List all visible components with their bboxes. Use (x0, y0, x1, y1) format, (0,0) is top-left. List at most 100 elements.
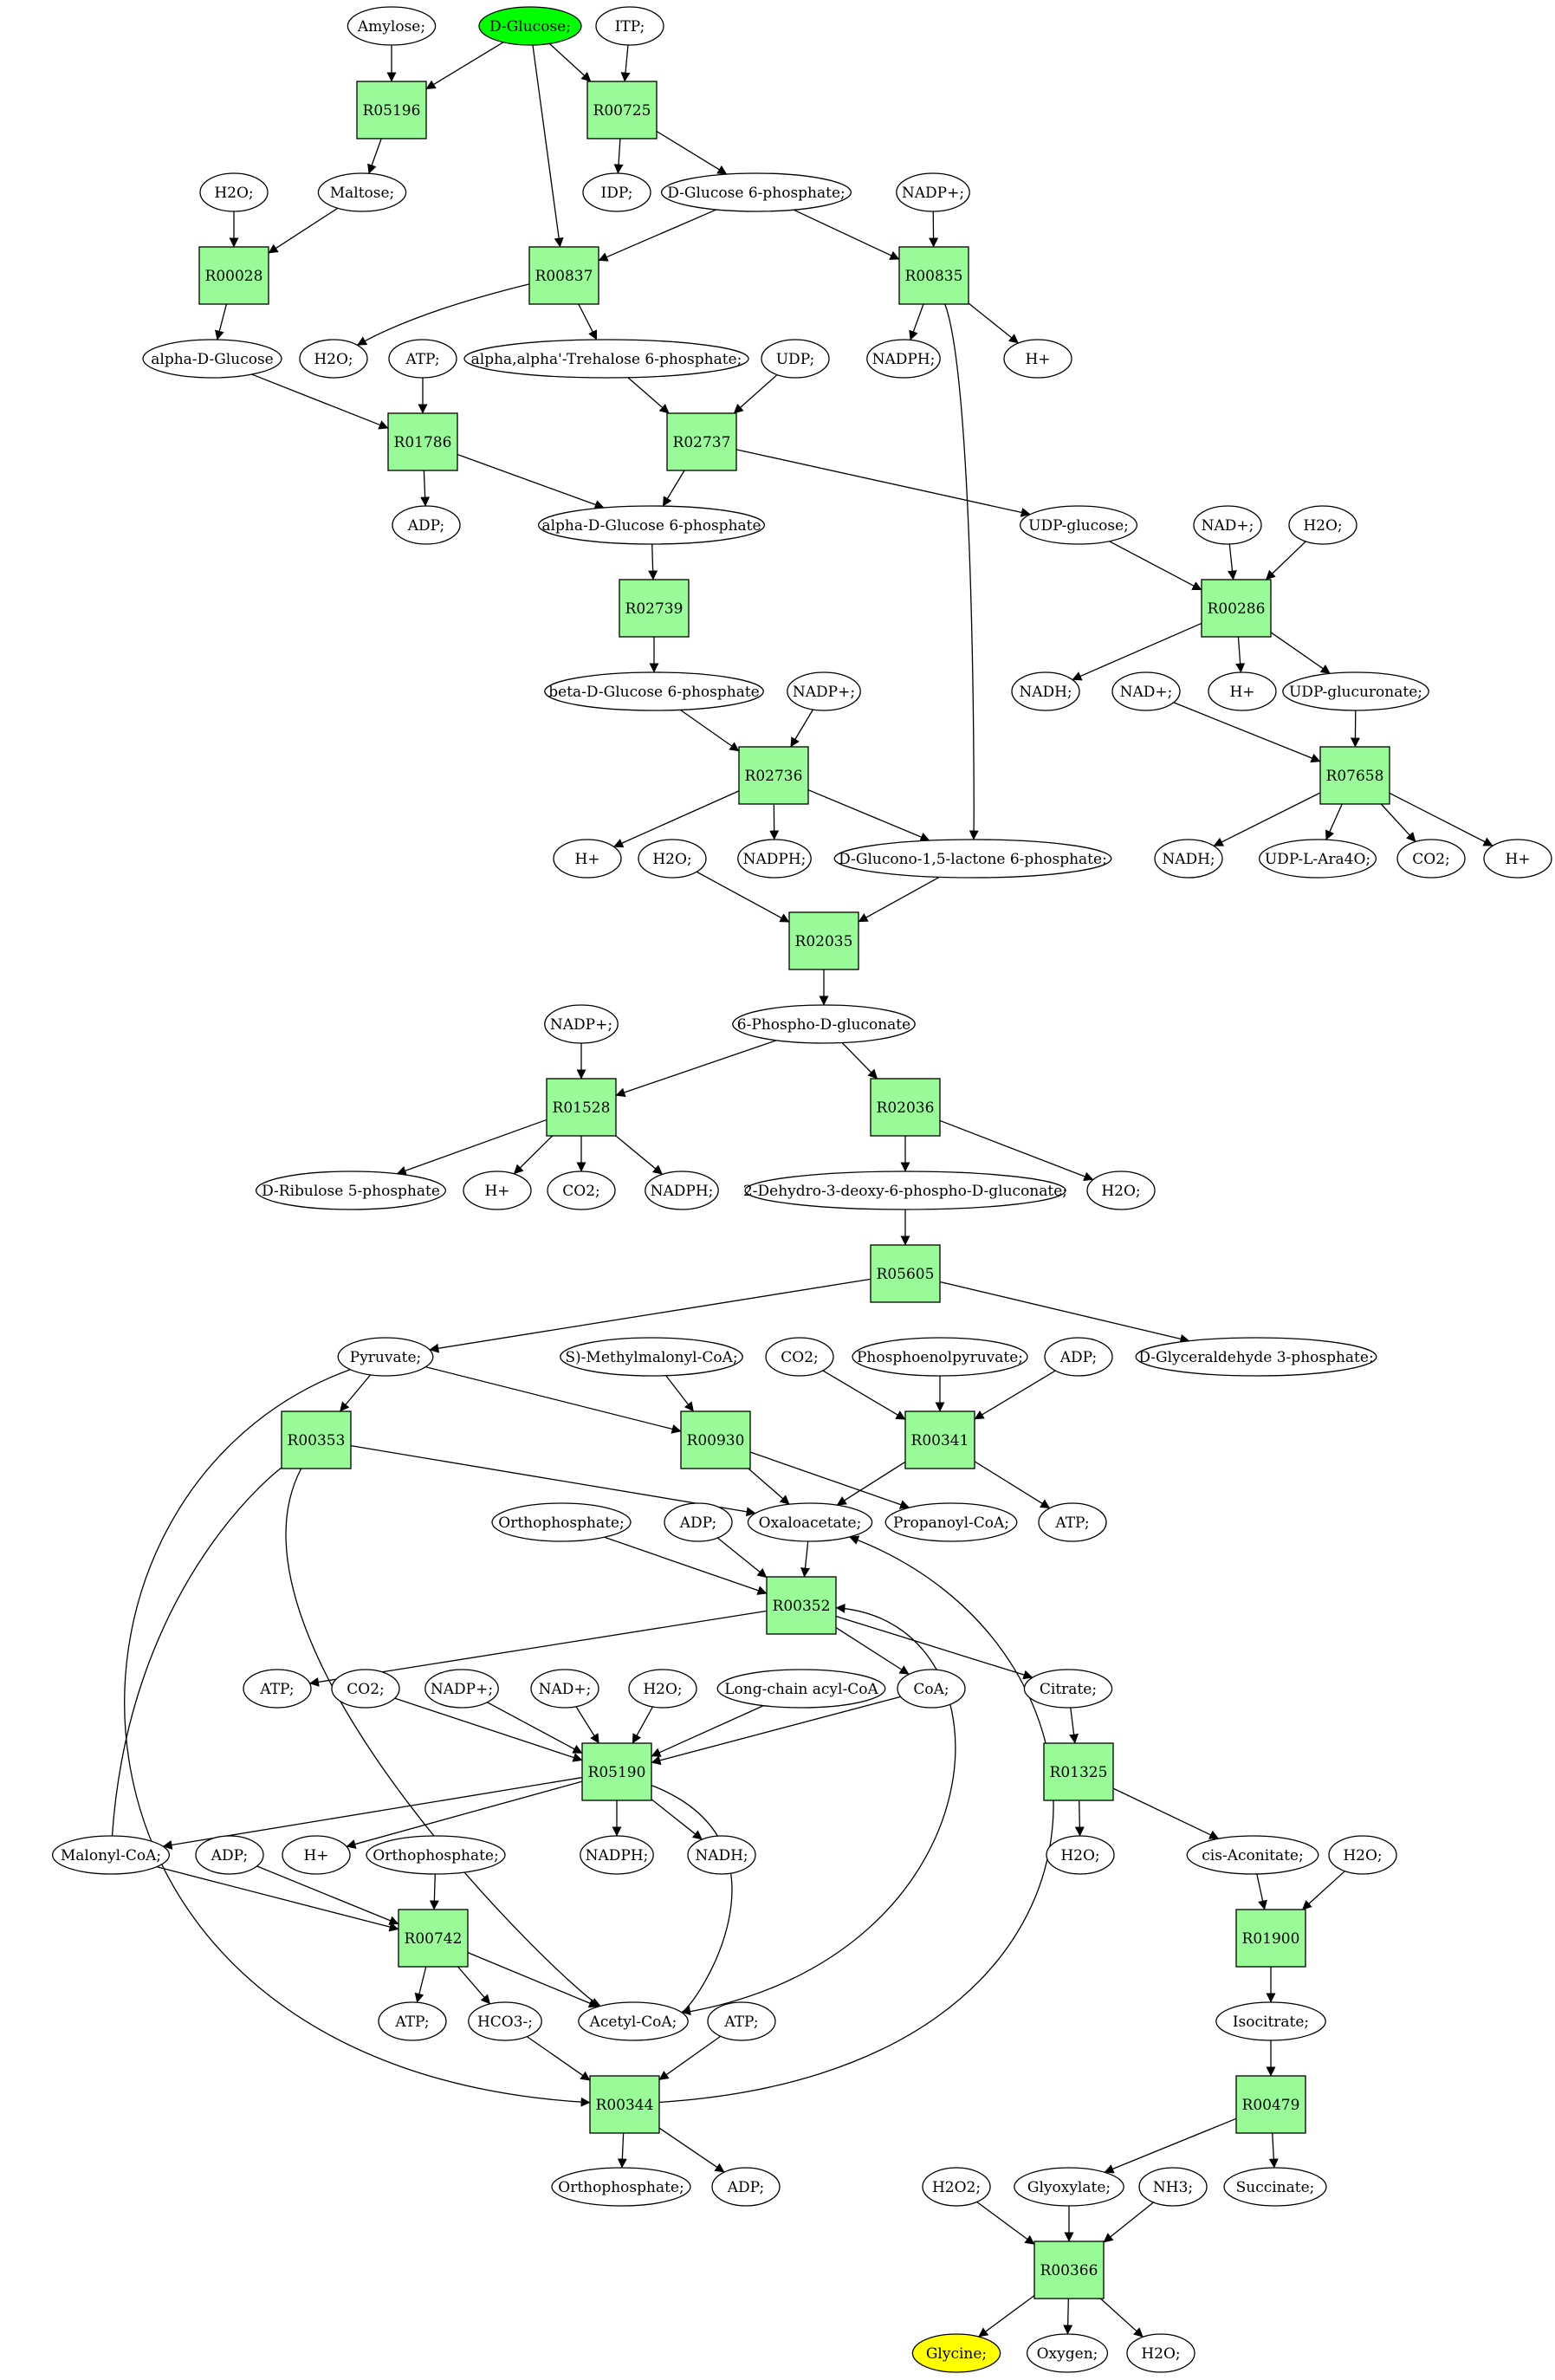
metabolite-node-idp[interactable]: IDP; (582, 172, 651, 212)
metabolite-node-pgluc[interactable]: 6-Phospho-D-gluconate (732, 1004, 916, 1044)
metabolite-node-h2o_8[interactable]: H2O; (1328, 1835, 1397, 1875)
metabolite-node-glyox[interactable]: Glyoxylate; (1014, 2167, 1124, 2207)
metabolite-node-lcacoa[interactable]: Long-chain acyl-CoA (716, 1669, 886, 1709)
metabolite-node-adp_2[interactable]: ADP; (1044, 1337, 1113, 1377)
metabolite-node-co2_2[interactable]: CO2; (547, 1171, 616, 1210)
reaction-node-r00742[interactable]: R00742 (398, 1909, 469, 1968)
metabolite-node-nad_3[interactable]: NAD+; (530, 1669, 599, 1709)
metabolite-node-h2o2[interactable]: H2O2; (922, 2167, 991, 2207)
metabolite-node-adp_1[interactable]: ADP; (392, 505, 461, 545)
metabolite-node-pi_2[interactable]: Orthophosphate; (366, 1835, 506, 1875)
metabolite-node-udpgluc[interactable]: UDP-glucuronate; (1282, 671, 1429, 711)
reaction-node-r00344[interactable]: R00344 (589, 2075, 660, 2134)
metabolite-node-h2o_7[interactable]: H2O; (1046, 1835, 1115, 1875)
metabolite-node-smmcoa[interactable]: S)-Methylmalonyl-CoA; (560, 1337, 743, 1377)
metabolite-node-coa[interactable]: CoA; (897, 1669, 966, 1709)
reaction-node-r00366[interactable]: R00366 (1033, 2241, 1105, 2299)
metabolite-node-hplus_3[interactable]: H+ (553, 839, 622, 879)
metabolite-node-h2o_9[interactable]: H2O; (1126, 2333, 1195, 2373)
reaction-node-r00028[interactable]: R00028 (198, 246, 269, 305)
reaction-node-r01786[interactable]: R01786 (387, 412, 458, 471)
metabolite-node-hplus_4[interactable]: H+ (1483, 839, 1552, 879)
metabolite-node-isocit[interactable]: Isocitrate; (1215, 2001, 1326, 2041)
reaction-node-r02036[interactable]: R02036 (870, 1078, 941, 1137)
metabolite-node-g6p[interactable]: D-Glucose 6-phosphate; (660, 172, 852, 212)
metabolite-node-h2o_3[interactable]: H2O; (1288, 505, 1357, 545)
metabolite-node-nadh_3[interactable]: NADH; (687, 1835, 756, 1875)
reaction-node-r01325[interactable]: R01325 (1043, 1742, 1114, 1801)
reaction-node-r00341[interactable]: R00341 (904, 1410, 975, 1469)
metabolite-node-oxygen[interactable]: Oxygen; (1026, 2333, 1109, 2373)
metabolite-node-ru5p[interactable]: D-Ribulose 5-phosphate (255, 1171, 447, 1210)
reaction-node-r07658[interactable]: R07658 (1319, 746, 1390, 805)
reaction-node-r02737[interactable]: R02737 (666, 412, 737, 471)
metabolite-node-pi_1[interactable]: Orthophosphate; (491, 1502, 632, 1542)
metabolite-node-nad_2[interactable]: NAD+; (1111, 671, 1181, 711)
metabolite-node-hplus_1[interactable]: H+ (1003, 339, 1072, 379)
metabolite-node-pyruvate[interactable]: Pyruvate; (337, 1337, 434, 1377)
metabolite-node-t6p[interactable]: alpha,alpha'-Trehalose 6-phosphate; (463, 339, 749, 379)
metabolite-node-nadph_1[interactable]: NADPH; (866, 339, 941, 379)
metabolite-node-udp[interactable]: UDP; (761, 339, 830, 379)
metabolite-node-gap[interactable]: D-Glyceraldehyde 3-phosphate; (1135, 1337, 1377, 1377)
metabolite-node-nadh_2[interactable]: NADH; (1154, 839, 1223, 879)
metabolite-node-nadp_1[interactable]: NADP+; (896, 172, 970, 212)
metabolite-node-hplus_6[interactable]: H+ (282, 1835, 351, 1875)
reaction-node-r00837[interactable]: R00837 (528, 246, 599, 305)
reaction-node-r00835[interactable]: R00835 (898, 246, 969, 305)
metabolite-node-pi_3[interactable]: Orthophosphate; (551, 2167, 691, 2207)
metabolite-node-adglc[interactable]: alpha-D-Glucose (142, 339, 282, 379)
metabolite-node-udpara[interactable]: UDP-L-Ara4O; (1258, 839, 1377, 879)
reaction-node-r00352[interactable]: R00352 (766, 1576, 837, 1635)
reaction-node-r01900[interactable]: R01900 (1235, 1909, 1306, 1968)
metabolite-node-adp_4[interactable]: ADP; (195, 1835, 264, 1875)
metabolite-node-nh3[interactable]: NH3; (1138, 2167, 1208, 2207)
metabolite-node-nadp_3[interactable]: NADP+; (544, 1004, 619, 1044)
metabolite-node-accoa[interactable]: Acetyl-CoA; (578, 2001, 689, 2041)
reaction-node-r00725[interactable]: R00725 (586, 81, 658, 139)
metabolite-node-co2_1[interactable]: CO2; (1396, 839, 1466, 879)
metabolite-node-kdpg[interactable]: 2-Dehydro-3-deoxy-6-phospho-D-gluconate; (743, 1171, 1067, 1210)
metabolite-node-nadph_4[interactable]: NADPH; (580, 1835, 654, 1875)
metabolite-node-atp_5[interactable]: ATP; (707, 2001, 776, 2041)
metabolite-node-atp_2[interactable]: ATP; (1038, 1502, 1107, 1542)
metabolite-node-glcnolac[interactable]: D-Glucono-1,5-lactone 6-phosphate; (833, 839, 1112, 879)
metabolite-node-h2o_2[interactable]: H2O; (299, 339, 368, 379)
metabolite-node-succ[interactable]: Succinate; (1223, 2167, 1327, 2207)
metabolite-node-itp[interactable]: ITP; (595, 6, 664, 46)
metabolite-node-nadph_2[interactable]: NADPH; (737, 839, 812, 879)
reaction-node-r05605[interactable]: R05605 (870, 1244, 941, 1303)
metabolite-node-hplus_5[interactable]: H+ (463, 1171, 532, 1210)
metabolite-node-dglucose[interactable]: D-Glucose; (478, 6, 582, 46)
reaction-node-r01528[interactable]: R01528 (546, 1078, 617, 1137)
metabolite-node-atp_4[interactable]: ATP; (378, 2001, 447, 2041)
metabolite-node-adp_5[interactable]: ADP; (711, 2167, 781, 2207)
reaction-node-r05190[interactable]: R05190 (581, 1742, 652, 1801)
metabolite-node-adp_3[interactable]: ADP; (664, 1502, 733, 1542)
reaction-node-r00930[interactable]: R00930 (680, 1410, 751, 1469)
metabolite-node-amylose[interactable]: Amylose; (347, 6, 437, 46)
metabolite-node-nadph_3[interactable]: NADPH; (645, 1171, 719, 1210)
reaction-node-r02035[interactable]: R02035 (788, 911, 859, 970)
metabolite-node-atp_3[interactable]: ATP; (243, 1669, 312, 1709)
metabolite-node-h2o_6[interactable]: H2O; (628, 1669, 697, 1709)
metabolite-node-maltose[interactable]: Maltose; (317, 172, 407, 212)
reaction-node-r00286[interactable]: R00286 (1201, 579, 1272, 638)
metabolite-node-glycine[interactable]: Glycine; (911, 2333, 1001, 2373)
metabolite-node-atp_1[interactable]: ATP; (388, 339, 457, 379)
metabolite-node-hplus_2[interactable]: H+ (1208, 671, 1277, 711)
metabolite-node-co2_4[interactable]: CO2; (331, 1669, 400, 1709)
reaction-node-r05196[interactable]: R05196 (356, 81, 427, 139)
metabolite-node-bg6p[interactable]: beta-D-Glucose 6-phosphate (544, 671, 764, 711)
metabolite-node-co2_3[interactable]: CO2; (765, 1337, 834, 1377)
metabolite-node-oaa[interactable]: Oxaloacetate; (747, 1502, 873, 1542)
metabolite-node-udpglc[interactable]: UDP-glucose; (1019, 505, 1138, 545)
metabolite-node-malcoa[interactable]: Malonyl-CoA; (51, 1835, 171, 1875)
metabolite-node-nadp_2[interactable]: NADP+; (787, 671, 861, 711)
metabolite-node-ag6p[interactable]: alpha-D-Glucose 6-phosphate (537, 505, 766, 545)
metabolite-node-h2o_4[interactable]: H2O; (638, 839, 707, 879)
metabolite-node-nadh_1[interactable]: NADH; (1011, 671, 1080, 711)
reaction-node-r00479[interactable]: R00479 (1235, 2075, 1306, 2134)
reaction-node-r00353[interactable]: R00353 (281, 1410, 352, 1469)
reaction-node-r02736[interactable]: R02736 (738, 746, 809, 805)
